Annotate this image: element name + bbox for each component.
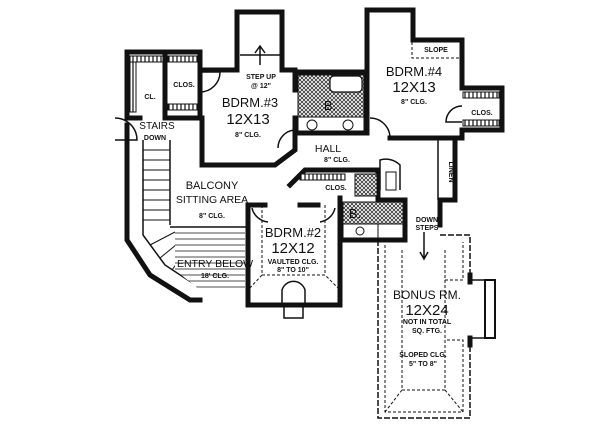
bdrm2-size: 12X12 — [271, 240, 314, 257]
bedroom-2: BDRM.#2 12X12 VAULTED CLG. 8" TO 10" — [245, 197, 343, 319]
closet-block-left — [124, 49, 221, 121]
bdrm3-name: BDRM.#3 — [222, 95, 278, 110]
bedroom-3: STEP UP @ 12" BDRM.#3 12X13 8" CLG. — [197, 9, 298, 168]
bonus-ceiling2: 5" TO 8" — [409, 361, 437, 368]
stairs-down-label: DOWN — [144, 135, 166, 142]
bath1-label: B. — [324, 98, 336, 113]
bdrm3-note2: @ 12" — [251, 83, 271, 90]
bath2-label: B. — [349, 206, 361, 221]
bath-1: B. — [292, 69, 370, 136]
balcony-sitting-area: BALCONY SITTING AREA 8" CLG. — [170, 180, 248, 228]
bonus-note: NOT IN TOTAL — [403, 319, 452, 326]
closet-cl-label: CL. — [144, 94, 155, 101]
bdrm2-ceiling2: 8" TO 10" — [277, 267, 309, 274]
bdrm4-closet: CLOS. — [471, 110, 492, 117]
down-steps-label: DOWN — [416, 217, 438, 224]
bonus-note2: SQ. FTG. — [412, 328, 442, 335]
linen-label: LINEN — [447, 162, 454, 183]
bdrm3-size: 12X13 — [226, 111, 269, 128]
entry-ceiling: 18' CLG. — [201, 273, 229, 280]
bonus-room: BONUS RM. 12X24 NOT IN TOTAL SQ. FTG. SL… — [377, 234, 496, 419]
bdrm4-name: BDRM.#4 — [386, 64, 442, 79]
hall-name: HALL — [315, 143, 341, 155]
bdrm3-note: STEP UP — [246, 74, 276, 81]
balcony-ceiling: 8" CLG. — [199, 213, 225, 220]
bdrm4-slope: SLOPE — [424, 47, 448, 54]
bdrm2-name: BDRM.#2 — [265, 225, 321, 240]
bonus-name: BONUS RM. — [393, 288, 461, 302]
closet-bdrm2-label: CLOS. — [325, 185, 346, 192]
bdrm4-ceiling: 8" CLG. — [401, 99, 427, 106]
bdrm4-size: 12X13 — [392, 79, 435, 96]
down-steps-label-2: STEPS — [416, 225, 439, 232]
bonus-ceiling: SLOPED CLG. — [399, 352, 447, 359]
bdrm3-ceiling: 8" CLG. — [235, 132, 261, 139]
bedroom-4: SLOPE BDRM.#4 12X13 8" CLG. CLOS. — [364, 7, 505, 141]
stairs-label: STAIRS — [139, 121, 175, 132]
bdrm2-ceiling: VAULTED CLG. — [268, 259, 319, 266]
hall-ceiling: 8" CLG. — [324, 157, 350, 164]
hall: HALL 8" CLG. LINEN — [315, 137, 458, 228]
balcony-name: BALCONY — [186, 180, 239, 192]
entry-below: ENTRY BELOW 18' CLG. — [175, 230, 253, 290]
entry-name: ENTRY BELOW — [177, 258, 253, 270]
closet-left-label: CLOS. — [173, 82, 194, 89]
balcony-sub: SITTING AREA — [176, 194, 248, 206]
bonus-size: 12X24 — [405, 302, 448, 319]
